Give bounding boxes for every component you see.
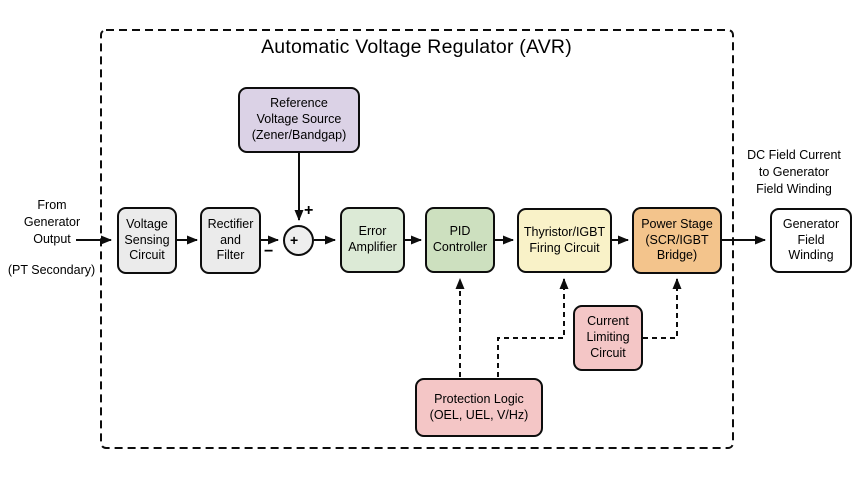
block-line: Voltage — [126, 216, 168, 231]
block-line: Sensing — [124, 232, 170, 247]
block-line: Reference — [270, 96, 328, 111]
block-line: Generator — [782, 216, 840, 231]
dashed-arrow-current-limit-to-power-stage — [643, 278, 682, 339]
block-power-stage: Power Stage (SCR/IGBT Bridge) — [632, 207, 722, 274]
label-line: DC Field Current — [747, 148, 841, 162]
block-protection-logic: Protection Logic (OEL, UEL, V/Hz) — [415, 378, 543, 437]
block-line: (Zener/Bandgap) — [251, 127, 347, 142]
block-reference-voltage-source: Reference Voltage Source (Zener/Bandgap) — [238, 87, 360, 153]
block-line: Circuit — [590, 345, 626, 360]
block-line: Firing Circuit — [529, 240, 600, 255]
summing-plus-sign: + — [290, 231, 299, 248]
label-line: Output — [33, 231, 71, 246]
block-line: (OEL, UEL, V/Hz) — [429, 407, 529, 422]
block-error-amplifier: Error Amplifier — [340, 207, 405, 273]
block-line: Circuit — [129, 248, 165, 263]
block-line: Rectifier — [207, 216, 254, 231]
block-line: Field — [797, 232, 825, 247]
label-line: Generator — [23, 214, 81, 229]
summing-junction: + — [283, 225, 314, 256]
reference-plus-sign: + — [304, 202, 314, 219]
block-line: Winding — [788, 248, 834, 263]
block-line: PID — [449, 224, 471, 239]
dashed-arrow-protection-to-firing — [497, 278, 569, 377]
block-line: Voltage Source — [256, 112, 342, 127]
block-voltage-sensing-circuit: Voltage Sensing Circuit — [117, 207, 177, 274]
block-current-limiting-circuit: Current Limiting Circuit — [573, 305, 643, 371]
block-line: (SCR/IGBT — [645, 232, 709, 247]
block-line: Current — [587, 314, 629, 329]
block-line: Protection Logic — [434, 391, 524, 406]
block-line: Amplifier — [348, 240, 397, 254]
block-generator-field-winding: Generator Field Winding — [770, 208, 852, 273]
block-thyristor-firing-circuit: Thyristor/IGBT Firing Circuit — [517, 208, 612, 273]
block-line: Thyristor/IGBT — [523, 224, 606, 239]
input-source-label: From Generator Output — [10, 197, 94, 248]
label-line: Field Winding — [756, 181, 832, 196]
block-line: and — [220, 232, 241, 247]
label-line: to Generator — [758, 164, 830, 179]
block-pid-controller: PID Controller — [425, 207, 495, 273]
label-line: From — [37, 198, 67, 212]
block-line: Controller — [432, 240, 488, 254]
dc-field-current-label: DC Field Current to Generator Field Wind… — [736, 147, 852, 198]
block-line: Bridge) — [656, 248, 698, 263]
diagram-title: Automatic Voltage Regulator (AVR) — [261, 36, 572, 58]
block-line: Power Stage — [641, 216, 713, 231]
block-line: Error — [358, 224, 387, 239]
block-rectifier-and-filter: Rectifier and Filter — [200, 207, 261, 274]
block-line: Filter — [216, 248, 245, 263]
pt-secondary-label: (PT Secondary) — [7, 263, 96, 277]
feedback-minus-sign: − — [264, 243, 274, 260]
block-line: Limiting — [586, 330, 630, 345]
